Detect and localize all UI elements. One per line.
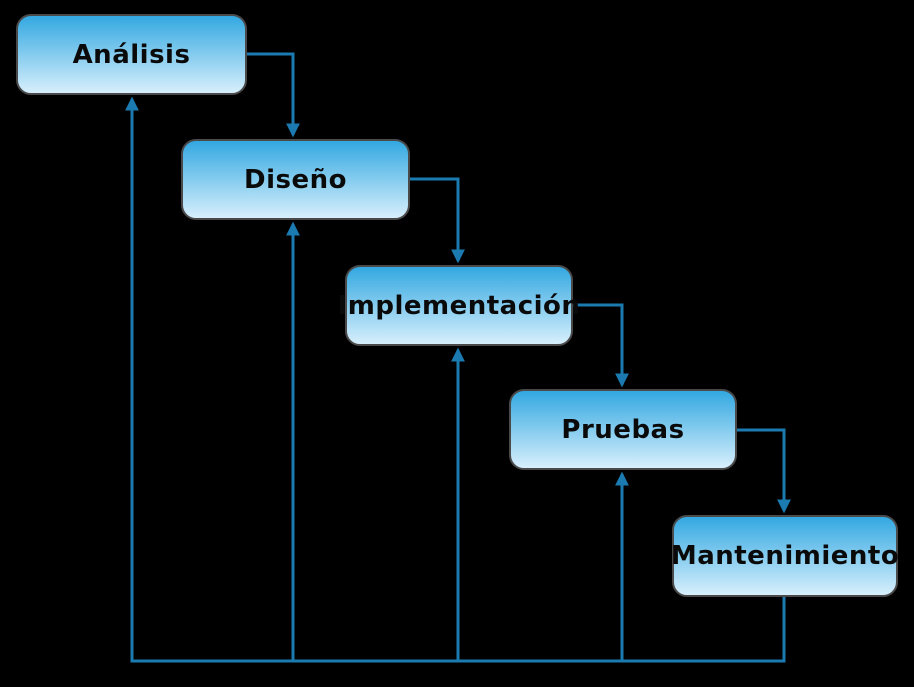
edge-pruebas-to-mantenimiento (737, 428, 791, 514)
node-label-analisis: Análisis (72, 39, 191, 70)
node-analisis: Análisis (16, 14, 247, 95)
node-diseno: Diseño (181, 139, 410, 220)
edge-implementacion-to-pruebas (573, 303, 629, 388)
node-pruebas: Pruebas (509, 389, 737, 470)
node-label-pruebas: Pruebas (561, 414, 685, 445)
node-label-mantenimiento: Mantenimiento (670, 541, 900, 571)
node-implementacion: Implementación (338, 265, 580, 346)
edge-diseno-to-implementacion (410, 177, 465, 264)
edge-analisis-to-diseno (247, 52, 300, 138)
node-label-diseno: Diseño (244, 164, 347, 195)
node-label-implementacion: Implementación (337, 290, 581, 321)
node-mantenimiento: Mantenimiento (670, 515, 900, 597)
